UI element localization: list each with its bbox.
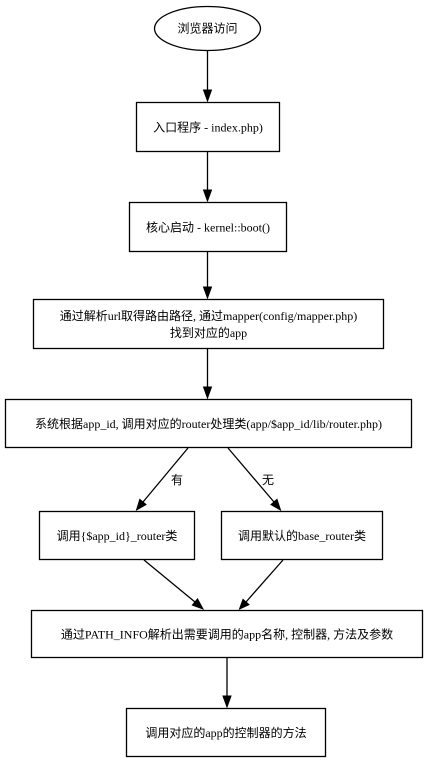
edge-router-to-app-router xyxy=(135,447,189,512)
node-core-boot-label: 核心启动 - kernel::boot() xyxy=(146,221,270,235)
edge-yes-label: 有 xyxy=(171,473,183,487)
node-base-router: 调用默认的base_router类 xyxy=(220,510,384,561)
node-parse-url-label-line1: 通过解析url取得路由路径, 通过mapper(config/mapper.ph… xyxy=(60,308,358,323)
edge-app-router-to-path-info xyxy=(143,559,205,610)
node-app-router: 调用{$app_id}_router类 xyxy=(38,510,196,561)
node-path-info-label: 通过PATH_INFO解析出需要调用的app名称, 控制器, 方法及参数 xyxy=(61,627,393,642)
node-controller-method: 调用对应的app的控制器的方法 xyxy=(125,707,327,758)
node-parse-url-label-line2: 找到对应的app xyxy=(170,325,247,340)
edge-parse-to-router xyxy=(202,349,213,400)
node-controller-method-label: 调用对应的app的控制器的方法 xyxy=(145,725,306,740)
edge-browser-to-entry xyxy=(202,51,213,103)
edge-router-to-base-router xyxy=(227,447,282,512)
node-parse-url: 通过解析url取得路由路径, 通过mapper(config/mapper.ph… xyxy=(32,298,385,350)
node-browser-access: 浏览器访问 xyxy=(153,5,262,52)
node-browser-access-label: 浏览器访问 xyxy=(177,21,237,36)
node-entry-program: 入口程序 - index.php) xyxy=(135,101,281,153)
edge-base-router-to-path-info xyxy=(238,559,284,610)
node-entry-program-label: 入口程序 - index.php) xyxy=(153,120,263,135)
node-path-info: 通过PATH_INFO解析出需要调用的app名称, 控制器, 方法及参数 xyxy=(30,609,424,659)
edge-entry-to-core xyxy=(202,152,213,203)
edge-core-to-parse xyxy=(202,252,213,300)
node-base-router-label: 调用默认的base_router类 xyxy=(238,528,366,543)
node-app-router-label: 调用{$app_id}_router类 xyxy=(57,529,178,543)
node-core-boot: 核心启动 - kernel::boot() xyxy=(128,201,288,253)
node-call-router: 系统根据app_id, 调用对应的router处理类(app/$app_id/l… xyxy=(4,398,413,449)
edge-path-info-to-controller xyxy=(222,658,232,709)
edge-no-label: 无 xyxy=(262,473,274,487)
node-call-router-label: 系统根据app_id, 调用对应的router处理类(app/$app_id/l… xyxy=(35,416,382,431)
